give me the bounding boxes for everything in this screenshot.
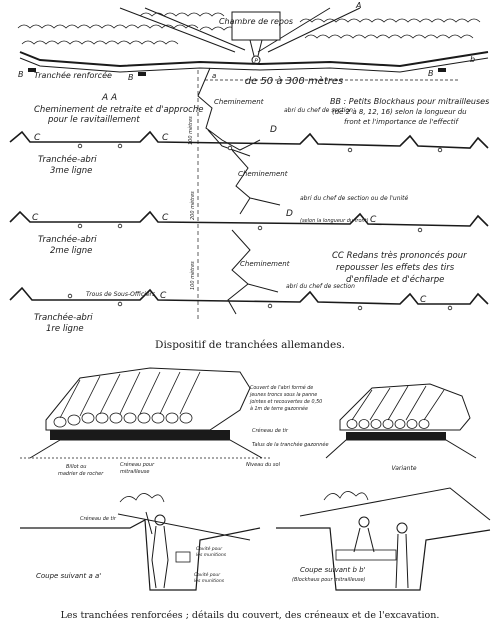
c-marker: C (162, 213, 169, 223)
coupe-bb-label-2: (Blockhaus pour mitrailleuse) (292, 577, 366, 583)
metres-label-2: 200 mètres (189, 191, 196, 220)
letter-b-2: B (128, 73, 134, 82)
coupe-bb-drawing (276, 487, 491, 591)
caption-sections: Les tranchées renforcées ; détails du co… (61, 610, 440, 621)
aa-title: A A (101, 93, 117, 103)
tranchee-renforcee-label: Tranchée renforcée (34, 70, 112, 80)
talus-label: Talus de la tranchée gazonnée (252, 441, 329, 448)
line2-label-a: Tranchée-abri (38, 234, 97, 245)
coupe-aa-drawing (20, 493, 261, 591)
line1-label-b: 1re ligne (46, 324, 84, 334)
log-shelter-main (20, 367, 270, 459)
couvert-note-2: jeunes troncs sous la panne (249, 392, 317, 398)
line2-label-b: 2me ligne (50, 246, 92, 256)
plan-diagram: Chambre de repos A P Tranchée renforcée … (9, 1, 489, 334)
creneau-tir-label-2: Créneau de tir (80, 515, 117, 522)
c-marker: C (34, 133, 41, 143)
line1-label-a: Tranchée-abri (34, 312, 93, 323)
letter-b-3: B (428, 69, 434, 78)
cheminement-path-2 (231, 149, 281, 215)
c-marker: C (32, 213, 39, 223)
caption-plan: Dispositif de tranchées allemandes. (155, 339, 345, 351)
coupe-aa-label: Coupe suivant a a' (36, 572, 101, 580)
bb-text-2: front et l'importance de l'effectif (344, 118, 459, 126)
soldier-figure (145, 511, 169, 589)
cheminement-label-2: Cheminement (238, 170, 288, 178)
letter-b-4: b (470, 55, 475, 64)
trous-sous-officiers: Trous de Sous-Officiers (86, 291, 155, 298)
chambre-repos-box (231, 11, 281, 41)
blockhaus-marker (138, 72, 146, 76)
letter-b-1: B (18, 70, 24, 79)
billot-label-2: madrier de rocher (58, 471, 104, 477)
woods-area (17, 12, 481, 45)
cheminement-label-3: Cheminement (240, 260, 290, 268)
approach-path (119, 7, 361, 53)
couvert-note-1: Couvert de l'abri formé de (250, 384, 313, 391)
log-shelter-variante (325, 383, 477, 459)
coupe-bb-label-1: Coupe suivant b b' (300, 566, 366, 574)
cheminement-path (197, 67, 261, 157)
gunner-figure (353, 516, 409, 589)
c-marker: C (420, 295, 427, 305)
c-marker: C (160, 291, 167, 301)
abri-label-3: abri du chef de section (286, 283, 355, 290)
chambre-repos-label: Chambre de repos (219, 17, 293, 26)
line3-label-b: 3me ligne (50, 166, 92, 176)
stair-to-p (249, 39, 263, 57)
cheminement-path-3 (227, 229, 279, 315)
blockhaus-marker (28, 68, 36, 72)
d-label-2: D (286, 209, 293, 219)
billot-label-1: Billot ou (66, 464, 86, 470)
couvert-note-4: à 1m de terre gazonnée (250, 405, 308, 412)
creneau-mitr-label-2: mitrailleuse (120, 469, 149, 475)
selon-longueur: (selon la longueur du front) (300, 218, 369, 224)
cc-text-1: repousser les effets des tirs (336, 263, 455, 273)
section-drawings: Couvert de l'abri formé de jeunes troncs… (20, 367, 491, 591)
distance-label: de 50 à 300 mètres (245, 75, 343, 87)
abri-label-1: abri du chef de section (284, 107, 353, 114)
d-label: D (270, 125, 277, 135)
aa-text-1: Cheminement de retraite et d'approche (34, 105, 203, 115)
line3-label-a: Tranchée-abri (38, 154, 97, 165)
creneau-tir-label: Créneau de tir (252, 427, 289, 434)
cavite-label-1: Cavité pour (196, 545, 223, 552)
c-marker: C (162, 133, 169, 143)
cc-title: CC Redans très prononcés pour (332, 250, 467, 261)
tranchee-renforcee-line-2 (19, 57, 489, 73)
tranchee-1ere-ligne (9, 286, 489, 305)
metres-label-1: 100 mètres (187, 116, 194, 145)
aa-text-2: pour le ravitaillement (47, 115, 140, 125)
bb-text-1: (de 2 à 8, 12, 16) selon la longueur du (332, 108, 467, 116)
niveau-sol-label: Niveau du sol (246, 462, 281, 468)
cc-text-2: d'enfilade et d'écharpe (346, 274, 444, 285)
trou-markers (67, 143, 453, 311)
bb-title: BB : Petits Blockhaus pour mitrailleuses (330, 97, 489, 106)
couvert-note-3: jointes et recouvertes de 0,50 (249, 399, 322, 405)
cavite-label-2: les munitions (196, 552, 227, 558)
tranchee-2eme-ligne (9, 210, 489, 227)
letter-a-top: A (355, 1, 361, 10)
blockhaus-marker (438, 68, 446, 72)
abri-label-2: abri du chef de section ou de l'unité (300, 195, 409, 202)
letter-a-mid: a (212, 72, 216, 80)
cheminement-label-1: Cheminement (214, 98, 264, 106)
tranchee-renforcee-line (19, 51, 489, 68)
c-marker: C (370, 215, 377, 225)
tranchee-3eme-ligne (9, 130, 489, 149)
variante-label: Variante (391, 465, 416, 472)
cavite-label-4: les munitions (194, 578, 225, 584)
metres-label-3: 100 mètres (189, 261, 196, 290)
creneau-mitr-label-1: Créneau pour (120, 461, 155, 468)
p-label: P (254, 58, 258, 65)
cavite-label-3: Cavité pour (194, 571, 221, 578)
